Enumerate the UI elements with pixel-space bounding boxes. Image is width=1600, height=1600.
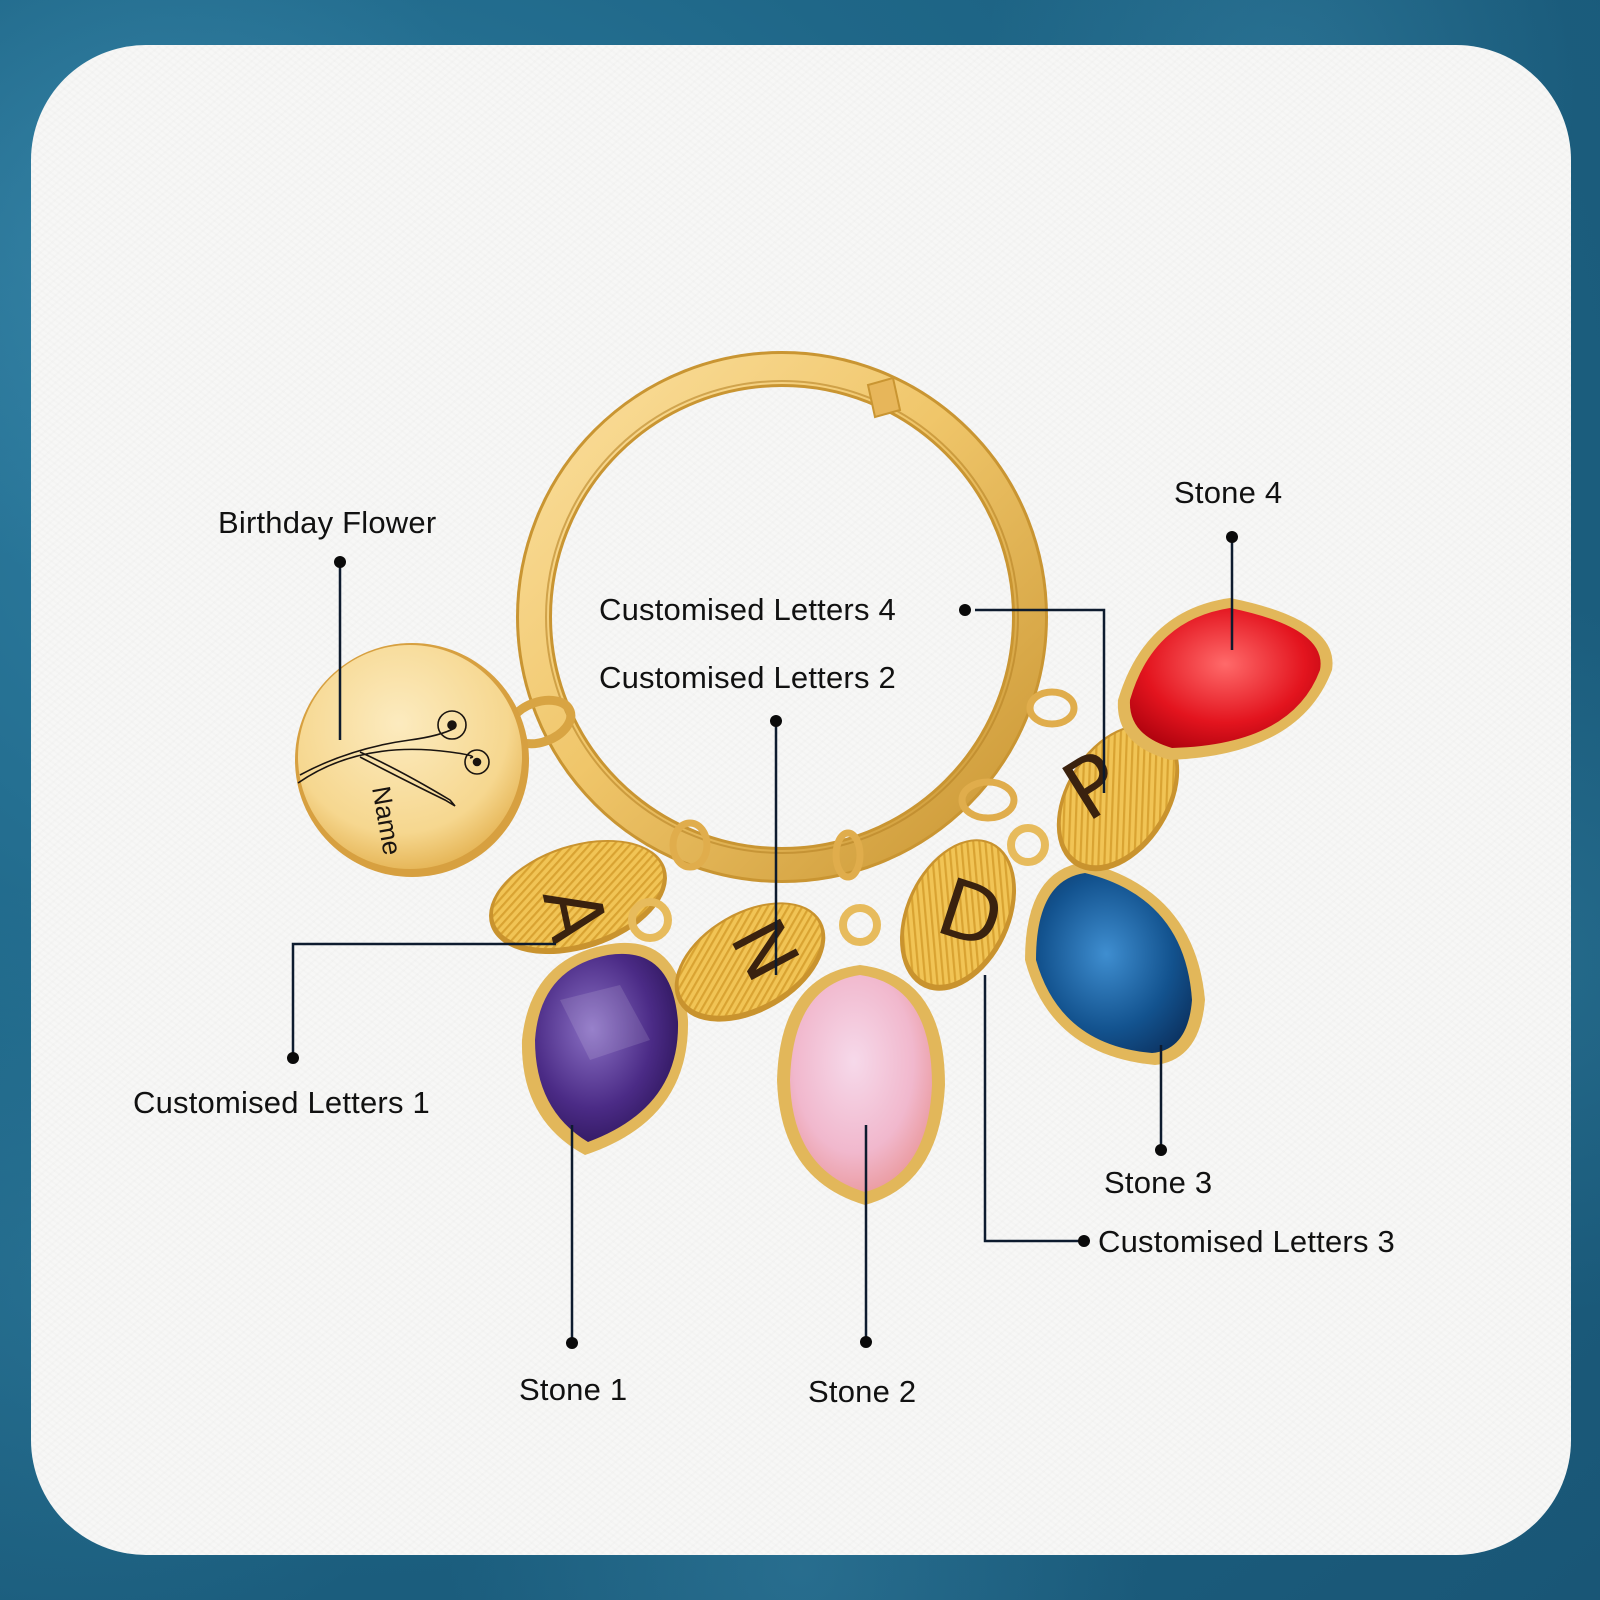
label-customised-letters-2: Customised Letters 2	[599, 660, 896, 695]
label-stone-1: Stone 1	[519, 1372, 628, 1407]
birth-flower-disc: Name	[295, 643, 576, 877]
product-card	[31, 45, 1571, 1555]
label-stone-4: Stone 4	[1174, 475, 1283, 510]
stone-1-purple	[521, 898, 689, 1155]
flower-engraving-icon	[297, 710, 490, 807]
label-customised-letters-1: Customised Letters 1	[133, 1085, 430, 1120]
label-stone-2: Stone 2	[808, 1374, 917, 1409]
callout-lines	[291, 537, 1234, 1343]
callout-dots	[287, 531, 1238, 1349]
split-ring	[516, 351, 1048, 883]
label-customised-letters-4: Customised Letters 4	[599, 592, 896, 627]
stone-4-red	[1117, 598, 1333, 760]
stone-2-pink	[777, 904, 945, 1205]
label-birthday-flower: Birthday Flower	[218, 505, 437, 540]
charm-letter-n: N	[674, 902, 826, 1022]
label-stone-3: Stone 3	[1104, 1165, 1213, 1200]
charm-letter-a: A	[489, 839, 667, 955]
charm-letter-d: D	[899, 839, 1017, 991]
charm-letter-p: P	[1047, 724, 1180, 872]
stone-3-blue	[1007, 824, 1205, 1065]
label-customised-letters-3: Customised Letters 3	[1098, 1224, 1395, 1259]
